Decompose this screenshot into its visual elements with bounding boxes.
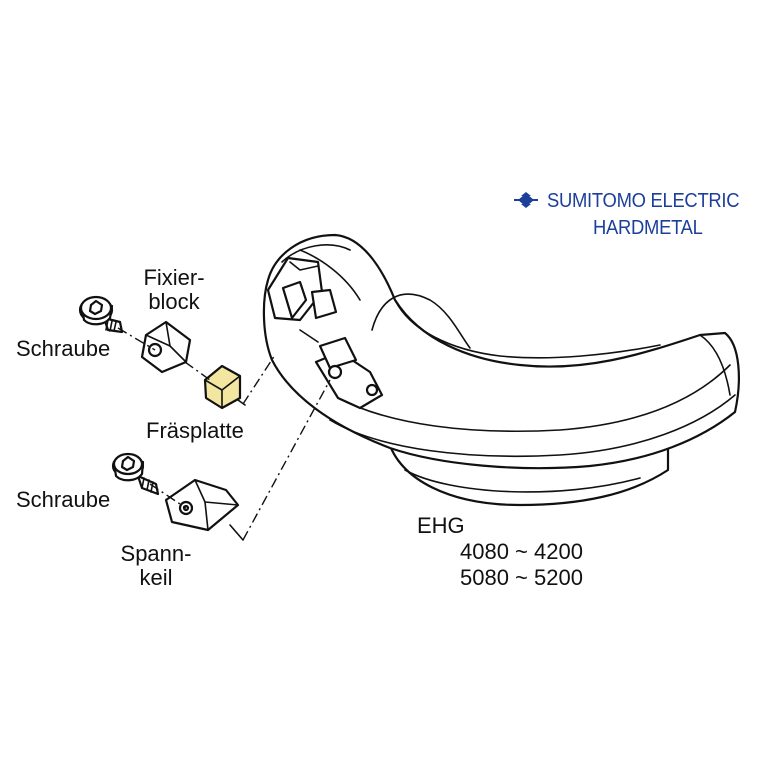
label-schraube-top: Schraube: [16, 336, 111, 361]
label-spannkeil: Spann- keil: [106, 542, 206, 590]
label-schraube-bottom: Schraube: [16, 487, 111, 512]
label-fixierblock-line1: Fixier-: [143, 265, 205, 290]
assembly-lines: [117, 327, 331, 541]
screw-bottom-part: [111, 452, 160, 496]
label-spannkeil-line2: keil: [139, 565, 173, 590]
screw-top-part: [78, 295, 124, 334]
fraesplatte-insert-part: [203, 364, 242, 410]
brand-line-1: SUMITOMO ELECTRIC: [547, 190, 740, 212]
label-spannkeil-line1: Spann-: [120, 541, 192, 566]
label-fraesplatte: Fräsplatte: [146, 418, 244, 443]
model-range-2: 5080 ~ 5200: [460, 565, 583, 590]
label-fixierblock-line2: block: [148, 289, 200, 314]
model-range-1: 4080 ~ 4200: [460, 539, 583, 564]
spannkeil-part: [164, 478, 240, 532]
model-series: EHG: [417, 513, 465, 538]
milling-cutter-body: [262, 233, 740, 507]
brand-line-2: HARDMETAL: [593, 217, 703, 239]
fixierblock-part: [140, 320, 192, 374]
sumitomo-logo-icon: [514, 192, 538, 208]
label-fixierblock: Fixier- block: [132, 266, 216, 314]
